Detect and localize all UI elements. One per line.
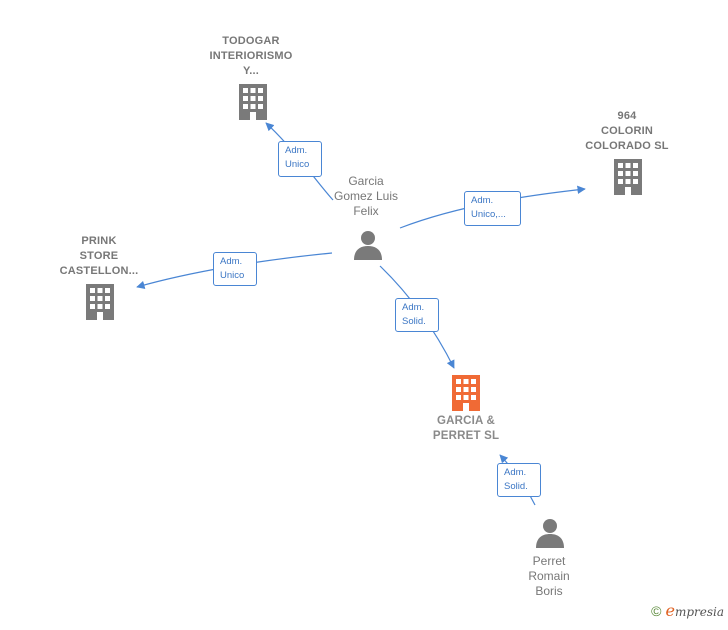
- node-label-garcia-gomez[interactable]: Garcia Gomez Luis Felix: [320, 174, 412, 219]
- edge-label-garcia-perret[interactable]: Adm. Solid.: [395, 298, 439, 332]
- edge-label-line: Adm.: [220, 256, 243, 267]
- node-label-colorin[interactable]: 964 COLORIN COLORADO SL: [575, 109, 679, 154]
- label-line: Gomez Luis: [333, 189, 399, 203]
- edge-label-prink[interactable]: Adm. Unico: [213, 252, 257, 286]
- edge-label-line: Adm.: [471, 195, 494, 206]
- label-line: Perret: [532, 554, 566, 568]
- edge-label-line: Adm.: [504, 467, 527, 478]
- edge-label-colorin[interactable]: Adm. Unico,...: [464, 191, 521, 226]
- building-icon[interactable]: [452, 375, 480, 411]
- node-label-perret[interactable]: Perret Romain Boris: [508, 554, 590, 599]
- edge-label-line: Adm.: [402, 302, 425, 313]
- label-line: Felix: [353, 204, 379, 218]
- label-line: TODOGAR: [222, 35, 280, 47]
- edge-label-line: Adm.: [285, 145, 308, 156]
- label-line: COLORADO SL: [585, 140, 669, 152]
- node-label-todogar[interactable]: TODOGAR INTERIORISMO Y...: [200, 34, 302, 79]
- building-icon[interactable]: [614, 159, 642, 195]
- brand-name: mpresia: [674, 605, 724, 619]
- edge-label-todogar[interactable]: Adm. Unico: [278, 141, 322, 177]
- label-line: PERRET SL: [432, 430, 500, 442]
- label-line: Garcia: [348, 174, 384, 188]
- edge-label-line: Unico: [285, 159, 310, 170]
- edge-label-line: Solid.: [504, 481, 528, 492]
- copyright-symbol: ©: [651, 603, 662, 619]
- label-line: COLORIN: [600, 125, 654, 137]
- label-line: Y...: [242, 65, 260, 77]
- node-label-garcia-perret[interactable]: GARCIA & PERRET SL: [415, 414, 517, 444]
- node-label-prink[interactable]: PRINK STORE CASTELLON...: [50, 234, 148, 279]
- edge-label-line: Unico: [220, 270, 245, 281]
- label-line: Boris: [535, 584, 563, 598]
- building-icon[interactable]: [86, 284, 114, 320]
- empresia-logo: ©empresia: [651, 601, 724, 620]
- label-line: Romain: [528, 569, 570, 583]
- person-icon[interactable]: [536, 519, 564, 548]
- label-line: STORE: [79, 250, 119, 262]
- label-line: PRINK: [81, 235, 117, 247]
- edge-label-perret[interactable]: Adm. Solid.: [497, 463, 541, 497]
- person-icon[interactable]: [354, 231, 382, 260]
- edge-label-line: Unico,...: [471, 209, 506, 220]
- label-line: CASTELLON...: [59, 265, 139, 277]
- label-line: 964: [617, 110, 637, 122]
- building-icon[interactable]: [239, 84, 267, 120]
- edge-label-line: Solid.: [402, 316, 426, 327]
- label-line: GARCIA &: [436, 415, 496, 427]
- brand-initial: e: [665, 601, 675, 620]
- label-line: INTERIORISMO: [209, 50, 293, 62]
